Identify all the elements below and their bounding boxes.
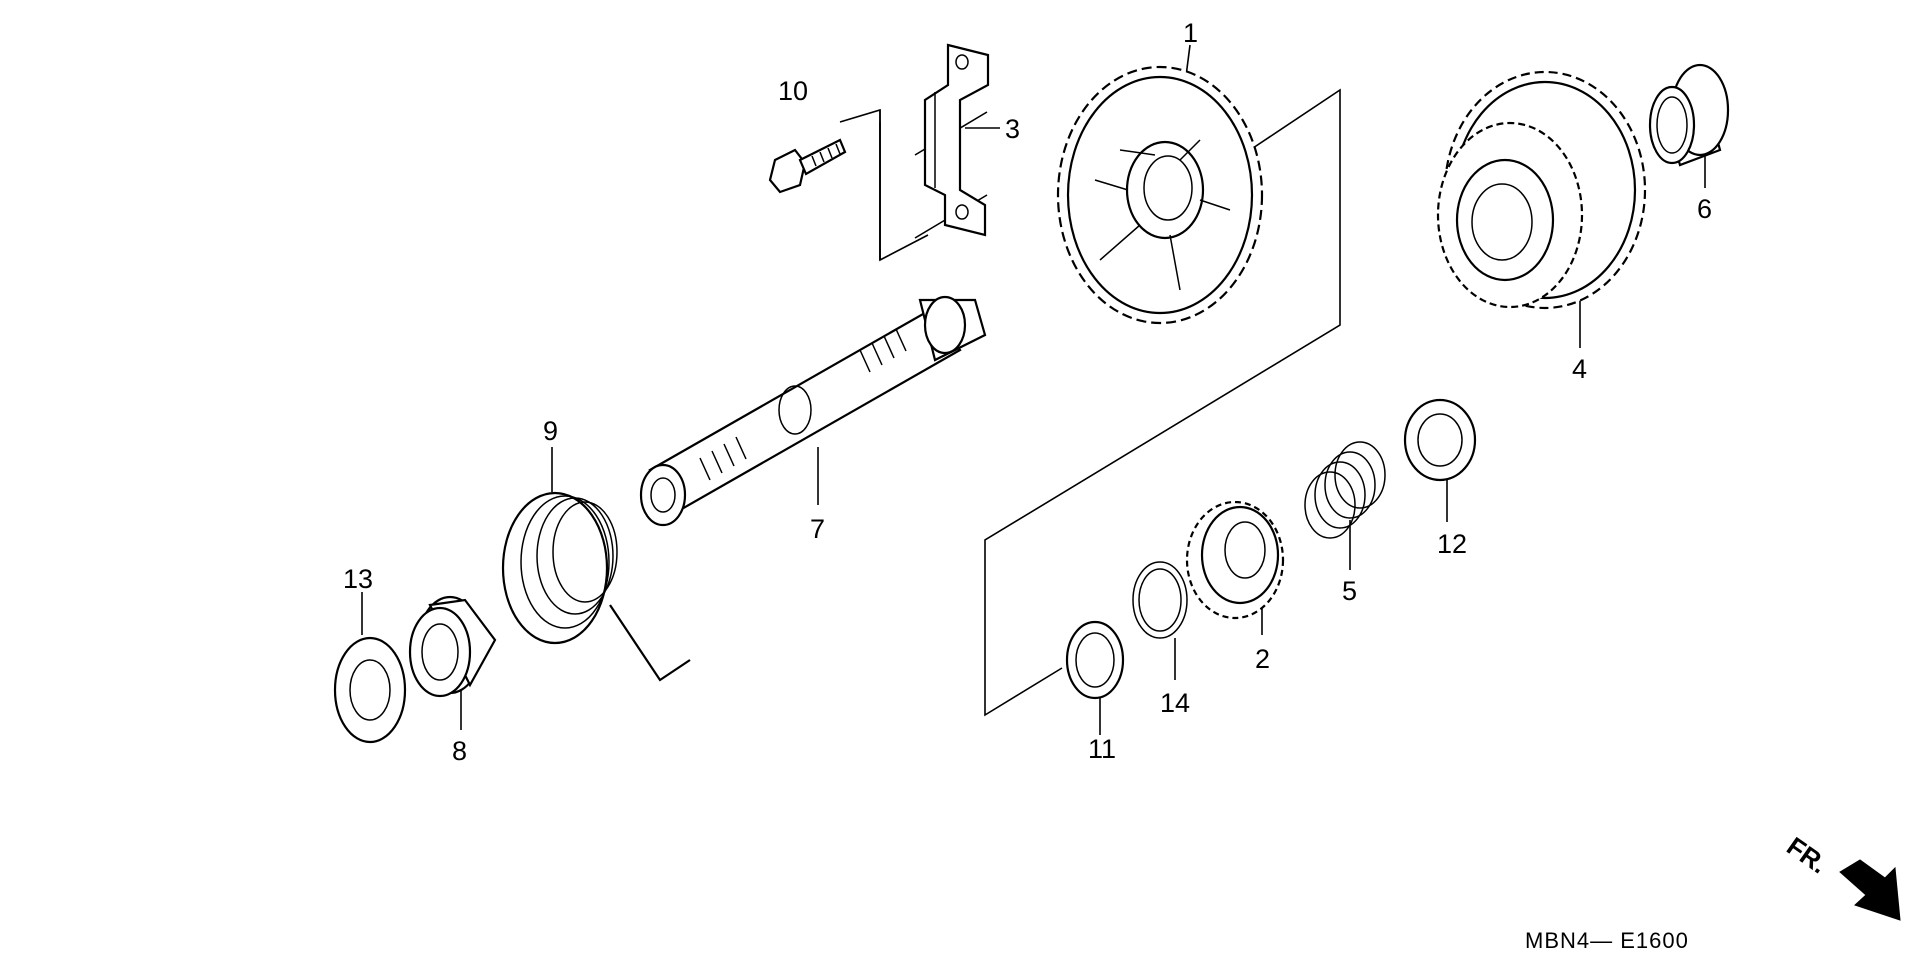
callout-numbers: 1 2 3 4 5 6 7 8 9 10 11 12 13 14 xyxy=(343,18,1712,766)
callout-10: 10 xyxy=(778,76,808,106)
callout-9: 9 xyxy=(543,416,558,446)
callout-3: 3 xyxy=(1005,114,1020,144)
callout-12: 12 xyxy=(1437,529,1467,559)
washer-part-12 xyxy=(1403,398,1477,482)
callout-14: 14 xyxy=(1160,688,1190,718)
collar-part-8 xyxy=(408,595,497,698)
callout-1: 1 xyxy=(1183,18,1198,48)
ratchet-part-2 xyxy=(1185,500,1285,620)
callout-7: 7 xyxy=(810,514,825,544)
gear-part-4 xyxy=(1436,70,1647,310)
bracket-part-3 xyxy=(923,43,990,237)
bolt-part-10 xyxy=(768,138,847,194)
bushing-part-6 xyxy=(1648,63,1730,167)
circlip-part-14 xyxy=(1132,561,1188,639)
gear-part-1 xyxy=(1056,65,1264,325)
direction-label: FR. xyxy=(1781,831,1833,880)
callout-11: 11 xyxy=(1088,734,1116,764)
washer-part-11 xyxy=(1065,620,1125,700)
callout-13: 13 xyxy=(343,564,373,594)
callout-8: 8 xyxy=(452,736,467,766)
spring-part-5 xyxy=(1304,441,1386,539)
callout-2: 2 xyxy=(1255,644,1270,674)
shaft-part-7 xyxy=(639,295,987,527)
spring-part-9 xyxy=(501,491,691,682)
callout-5: 5 xyxy=(1342,576,1357,606)
diagram-code: MBN4— E1600 xyxy=(1525,928,1689,953)
callout-6: 6 xyxy=(1697,194,1712,224)
arrow-icon xyxy=(1839,859,1901,921)
callout-4: 4 xyxy=(1572,354,1587,384)
washer-part-13 xyxy=(333,636,407,744)
front-direction-arrow: FR. xyxy=(1781,831,1901,921)
